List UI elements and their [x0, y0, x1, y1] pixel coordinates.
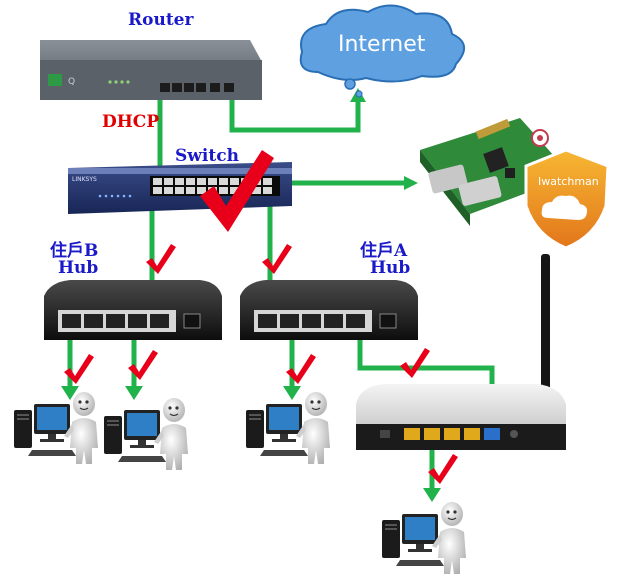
computer-user-icon-2 — [103, 397, 189, 471]
hub-device-b — [44, 280, 222, 340]
cloud-icon — [299, 4, 465, 98]
check-mark-icon-2 — [262, 244, 292, 274]
computer-user-icon-1 — [13, 391, 99, 465]
switch-label: Switch — [175, 146, 239, 166]
hub-a-label: Hub — [370, 258, 411, 278]
computer-user-icon-4 — [381, 501, 467, 575]
hub-b-label: Hub — [58, 258, 99, 278]
check-mark-icon-switch-big — [200, 150, 274, 232]
svg-text:Q: Q — [68, 77, 75, 87]
resident-a-label: 住戶A — [360, 241, 408, 261]
computer-user-icon-3 — [245, 391, 331, 465]
iwatchman-badge — [524, 148, 610, 250]
dhcp-label: DHCP — [102, 112, 160, 132]
svg-text:LINKSYS: LINKSYS — [72, 176, 97, 183]
internet-label: Internet — [338, 32, 426, 57]
wireless-router-device — [356, 254, 566, 450]
router-device: Q — [40, 40, 262, 100]
iwatchman-label: Iwatchman — [538, 175, 599, 188]
check-mark-icon-6 — [400, 348, 430, 378]
link-router-internet — [229, 92, 361, 133]
hub-device-a — [240, 280, 418, 340]
resident-b-label: 住戶B — [50, 241, 99, 261]
router-label: Router — [128, 10, 194, 30]
